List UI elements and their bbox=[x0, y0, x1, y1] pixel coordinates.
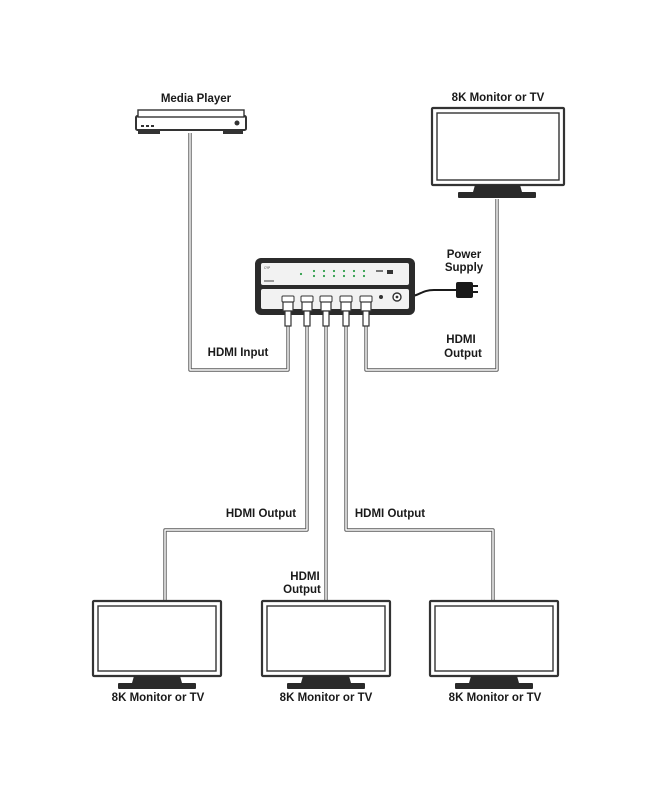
label-top-monitor: 8K Monitor or TV bbox=[452, 92, 545, 104]
label-hdmi-output-center-line2: Output bbox=[283, 584, 321, 596]
label-hdmi-output-top-line1: HDMI bbox=[446, 334, 475, 346]
cable-hdmi-output-right bbox=[344, 326, 495, 601]
monitor-top bbox=[430, 106, 566, 198]
label-hdmi-input: HDMI Input bbox=[208, 347, 269, 359]
label-bottom-monitor-center: 8K Monitor or TV bbox=[280, 692, 373, 704]
monitor-bottom-left bbox=[91, 599, 223, 689]
label-hdmi-output-left: HDMI Output bbox=[226, 508, 296, 520]
label-power-supply-line2: Supply bbox=[445, 262, 484, 274]
label-bottom-monitor-right: 8K Monitor or TV bbox=[449, 692, 542, 704]
label-hdmi-output-right-bottom: HDMI Output bbox=[355, 508, 425, 520]
label-hdmi-output-center-line1: HDMI bbox=[290, 571, 319, 583]
power-supply-icon bbox=[456, 282, 478, 298]
hdmi-splitter: CYP bbox=[255, 258, 415, 315]
hdmi-plugs bbox=[282, 301, 372, 327]
media-player bbox=[135, 109, 247, 134]
label-power-supply-line1: Power bbox=[447, 249, 482, 261]
monitor-bottom-right bbox=[428, 599, 560, 689]
label-media-player: Media Player bbox=[161, 93, 232, 105]
cable-hdmi-input bbox=[188, 133, 290, 372]
monitor-bottom-center bbox=[260, 599, 392, 689]
label-bottom-monitor-left: 8K Monitor or TV bbox=[112, 692, 205, 704]
cable-hdmi-output-top bbox=[364, 199, 499, 372]
svg-text:CYP: CYP bbox=[264, 266, 270, 270]
labels: Media Player 8K Monitor or TV Power Supp… bbox=[112, 92, 545, 704]
cable-hdmi-output-left bbox=[163, 326, 309, 601]
cables bbox=[163, 133, 499, 601]
status-leds bbox=[299, 269, 366, 278]
label-hdmi-output-top-line2: Output bbox=[444, 348, 482, 360]
